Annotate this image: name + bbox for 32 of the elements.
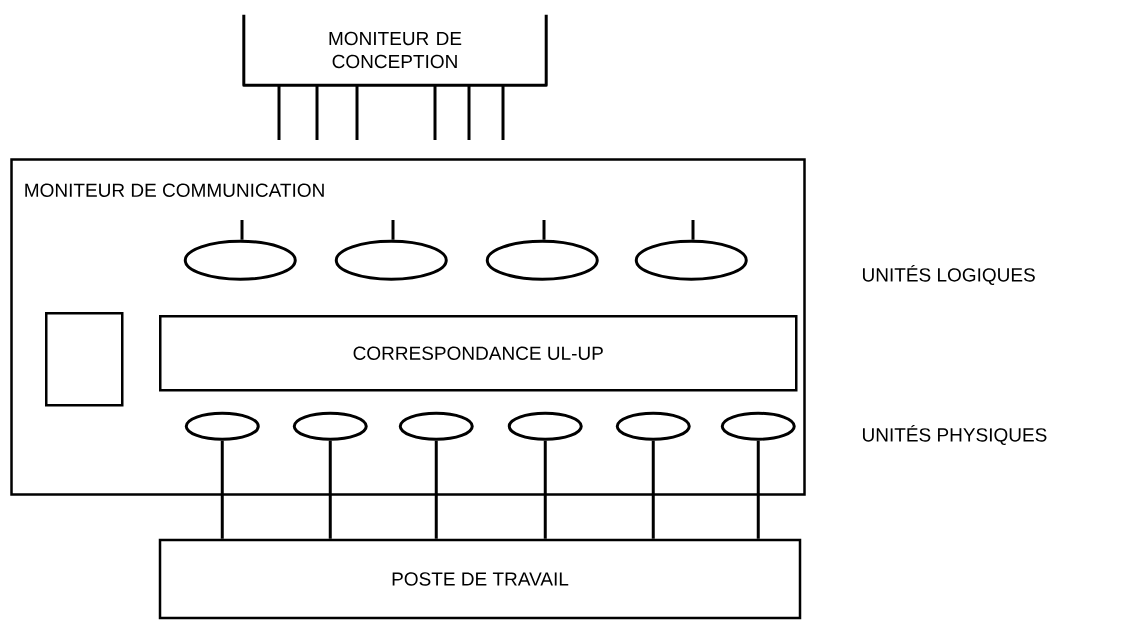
connector-line [277,85,281,140]
ellipse [292,411,368,441]
ellipse [485,239,599,281]
square [45,312,124,407]
connector-line [328,440,332,539]
connector-line [467,85,471,140]
connector-line [543,440,547,539]
connector-line [434,440,438,539]
connector-line [542,220,546,240]
unit-label: UNITÉS PHYSIQUES [863,424,1047,446]
ellipse [334,239,448,281]
monitor-box: MONITEUR DE CONCEPTION [242,14,548,87]
ellipse [615,411,691,441]
connector-line [220,440,224,539]
ellipse [634,239,748,281]
ellipse [507,411,583,441]
ellipse [184,411,260,441]
ellipse [398,411,474,441]
connector-line [691,220,695,240]
connector-line [391,220,395,240]
connector-line [433,85,437,140]
connector-line [315,85,319,140]
connector-line [501,85,505,140]
connector-line [756,440,760,539]
ellipse [183,239,297,281]
connector-line [651,440,655,539]
connector-line [240,220,244,240]
process-box: CORRESPONDANCE UL-UP [159,315,798,392]
connector-line [355,85,359,140]
unit-label: UNITÉS LOGIQUES [863,264,1035,286]
process-box: POSTE DE TRAVAIL [158,538,802,620]
ellipse [720,411,796,441]
